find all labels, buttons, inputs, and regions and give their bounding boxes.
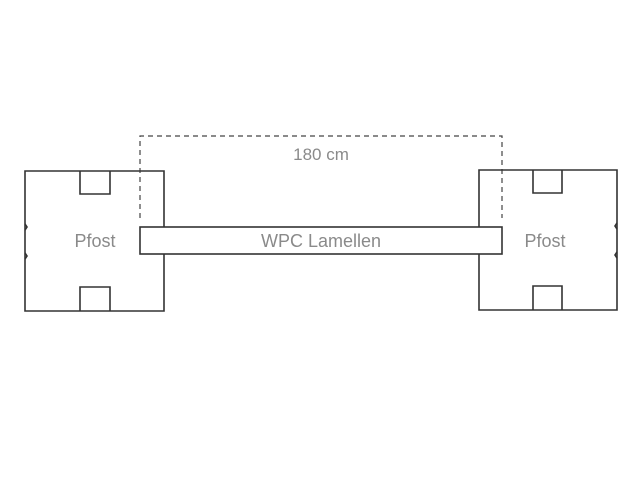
left-post-label: Pfost (74, 231, 115, 251)
dimension-line (139, 135, 503, 218)
right-post-side-notch (614, 222, 618, 259)
dimension-label: 180 cm (293, 145, 349, 164)
right-post-label: Pfost (524, 231, 565, 251)
right-post-bottom-notch (532, 285, 563, 310)
left-post-bottom-notch (79, 286, 111, 311)
left-post-side-notch (24, 223, 28, 260)
left-post (24, 170, 165, 312)
right-post-top-notch (532, 170, 563, 194)
wpc-slat (139, 226, 503, 255)
left-post-top-notch (79, 171, 111, 195)
slat-label: WPC Lamellen (261, 231, 381, 251)
right-post (478, 169, 618, 311)
